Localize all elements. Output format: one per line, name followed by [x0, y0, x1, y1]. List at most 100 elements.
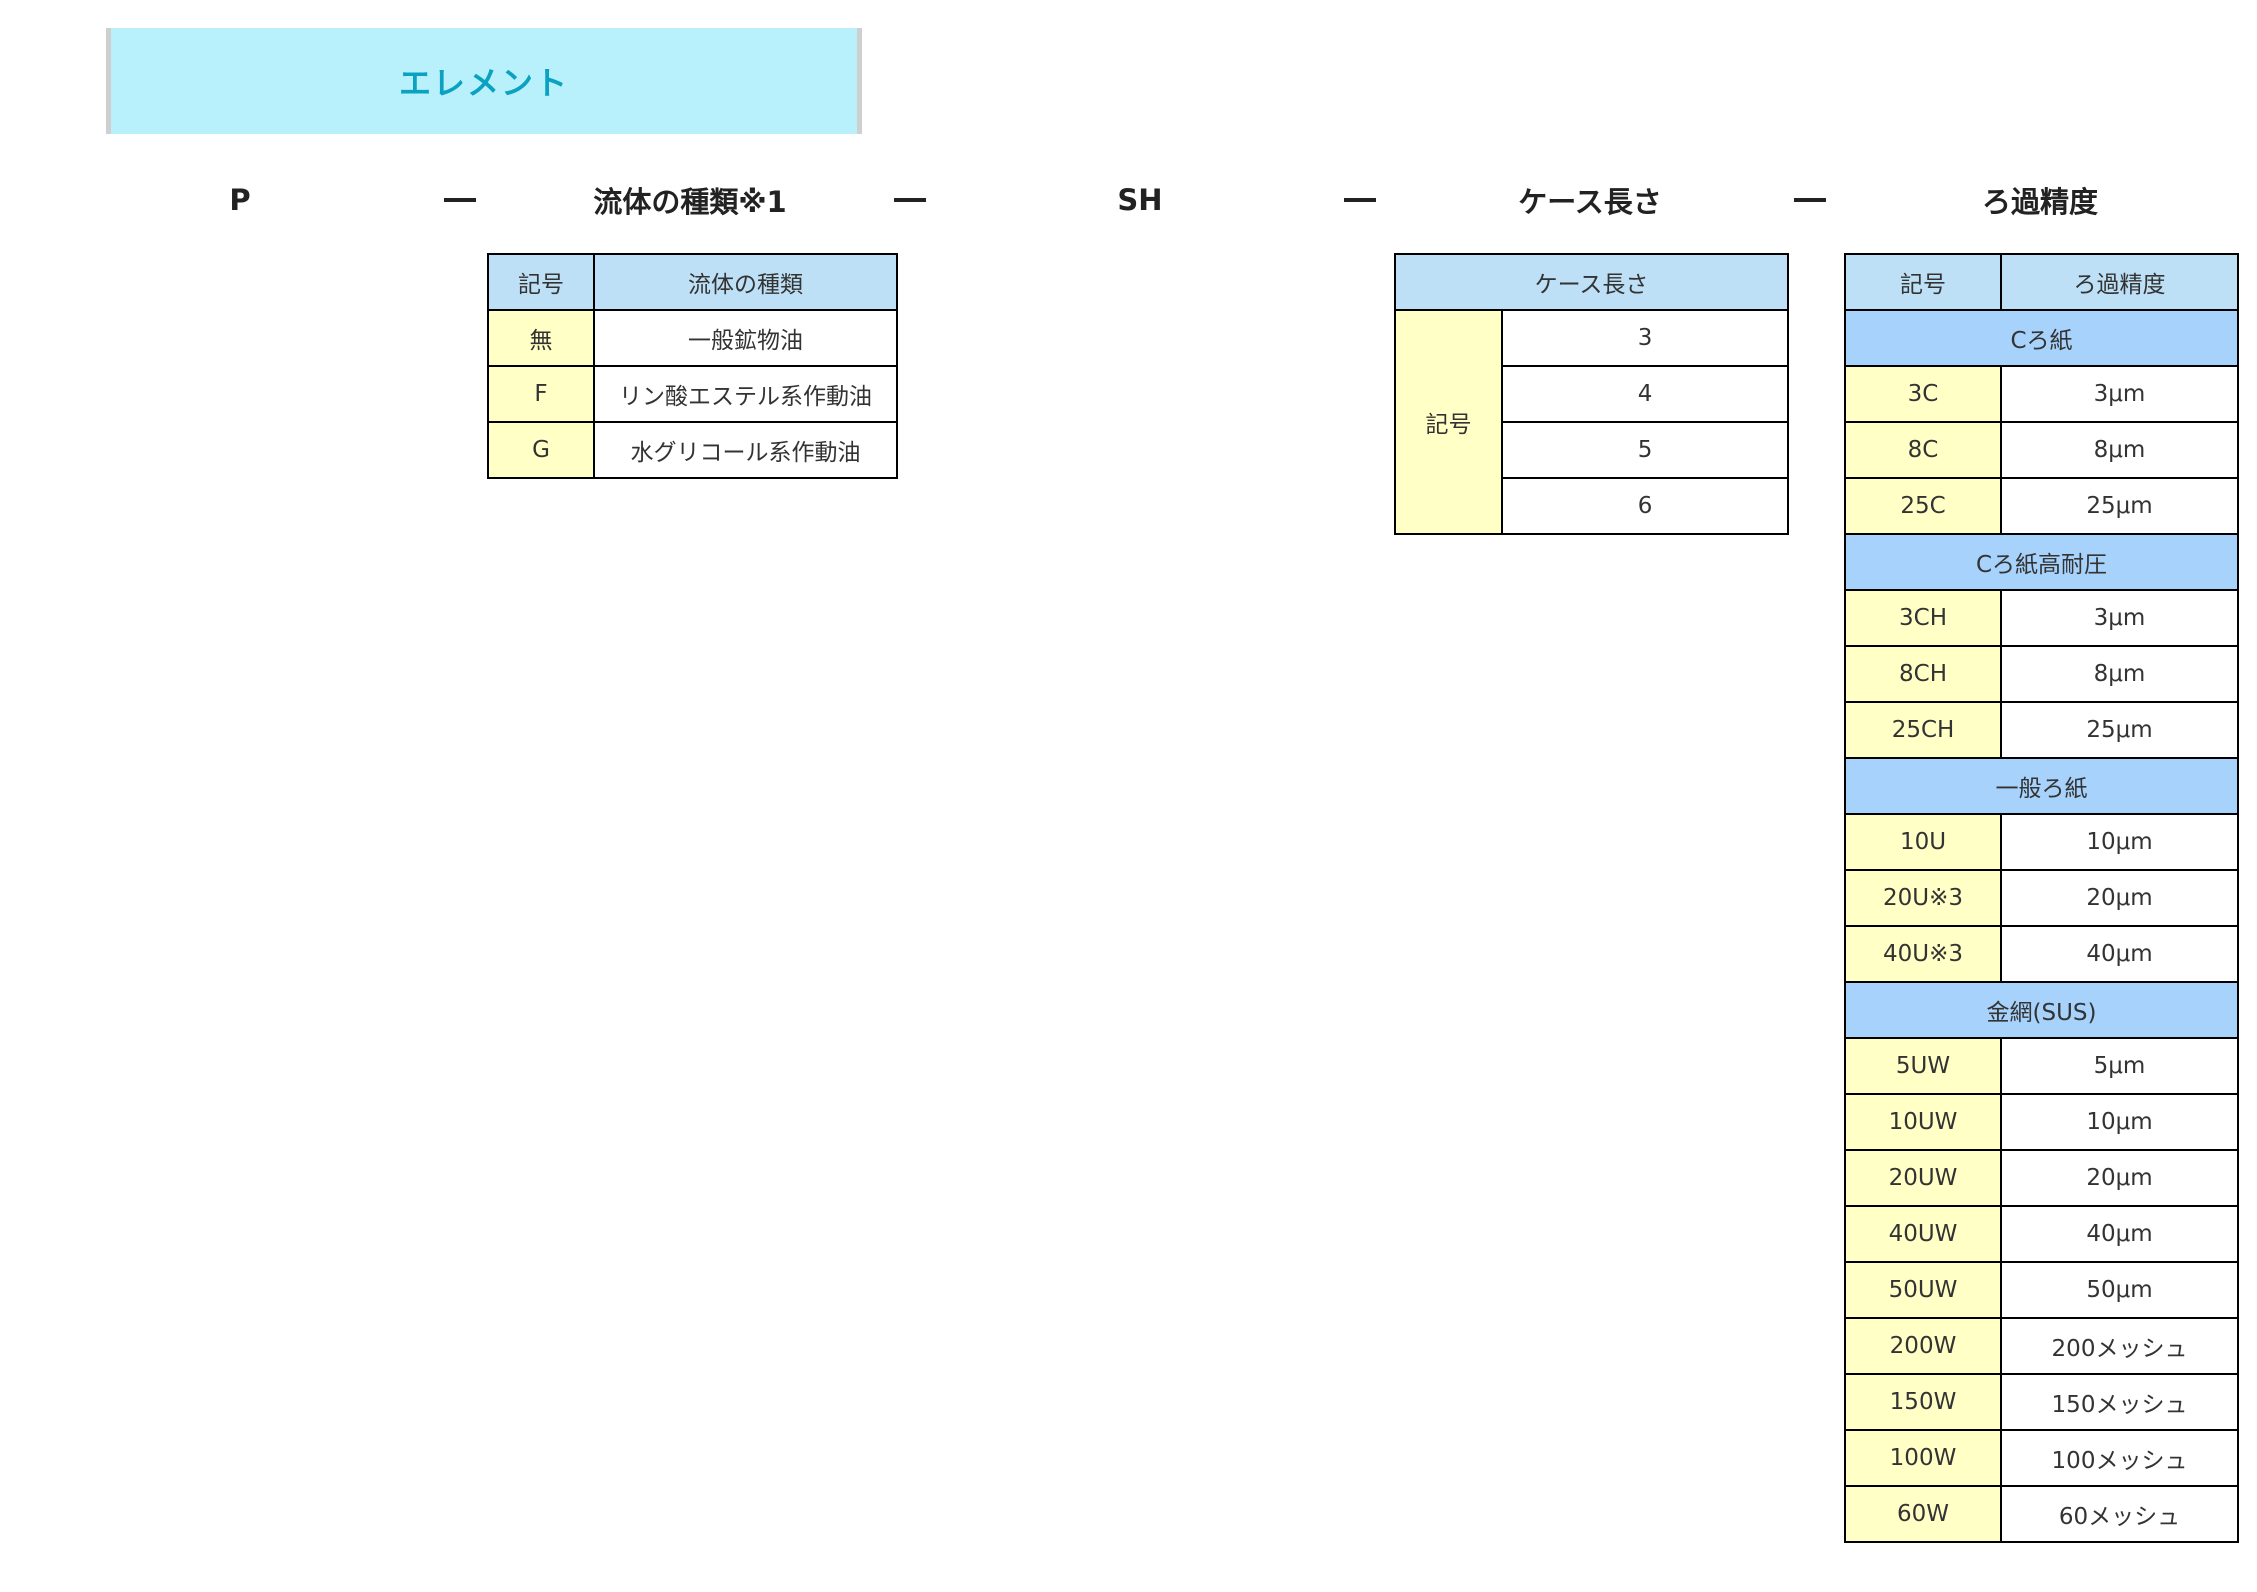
fluid-type: 一般鉱物油 [593, 309, 898, 367]
filter-value: 20μm [2000, 1149, 2239, 1207]
case-length-table: ケース長さ 記号 3 4 5 6 [1393, 253, 1790, 535]
filter-group-name: 金網(SUS) [1844, 981, 2239, 1039]
filter-value: 50μm [2000, 1261, 2239, 1319]
filter-code: 150W [1844, 1373, 2002, 1431]
filter-value: 8μm [2000, 421, 2239, 479]
case-code-label: 記号 [1394, 309, 1503, 535]
filter-value: 60メッシュ [2000, 1485, 2239, 1543]
group-row: 一般ろ紙 [1844, 757, 2239, 815]
section-banner: エレメント [106, 28, 862, 134]
filter-code: 5UW [1844, 1037, 2002, 1095]
filter-code: 25C [1844, 477, 2002, 535]
header-code: 記号 [1844, 253, 2002, 311]
filter-value: 40μm [2000, 1205, 2239, 1263]
filter-value: 5μm [2000, 1037, 2239, 1095]
filter-group-name: Cろ紙高耐圧 [1844, 533, 2239, 591]
code-part-fluid: 流体の種類※1 [593, 185, 787, 219]
code-separator [890, 175, 930, 225]
banner-title: エレメント [398, 64, 569, 102]
table-row: G 水グリコール系作動油 [487, 421, 898, 479]
header-case-length: ケース長さ [1393, 253, 1790, 311]
filter-code: 100W [1844, 1429, 2002, 1487]
filter-code: 40UW [1844, 1205, 2002, 1263]
case-length-value: 6 [1500, 477, 1790, 535]
group-row: Cろ紙高耐圧 [1844, 533, 2239, 591]
filter-code: 20UW [1844, 1149, 2002, 1207]
filter-value: 20μm [2000, 869, 2239, 927]
filter-code: 20U※3 [1844, 869, 2002, 927]
filter-code: 3C [1844, 365, 2002, 423]
table-row: 4 [1395, 365, 1790, 423]
filter-code: 3CH [1844, 589, 2002, 647]
filter-code: 25CH [1844, 701, 2002, 759]
filter-value: 3μm [2000, 589, 2239, 647]
code-part-sh: SH [1117, 183, 1163, 217]
filter-code: 40U※3 [1844, 925, 2002, 983]
table-row: 5 [1395, 421, 1790, 479]
group-row: 金網(SUS) [1844, 981, 2239, 1039]
code-separator [1340, 175, 1380, 225]
model-code-row: P 流体の種類※1 SH ケース長さ ろ過精度 [0, 175, 2257, 225]
fluid-type: リン酸エステル系作動油 [593, 365, 898, 423]
group-row: Cろ紙 [1844, 309, 2239, 367]
filter-value: 100メッシュ [2000, 1429, 2239, 1487]
code-part-filtration: ろ過精度 [1981, 185, 2098, 219]
filter-code: 8C [1844, 421, 2002, 479]
filter-value: 8μm [2000, 645, 2239, 703]
table-row: 6 [1395, 477, 1790, 535]
code-part-p: P [229, 183, 251, 217]
filter-code: 60W [1844, 1485, 2002, 1543]
filter-group-name: 一般ろ紙 [1844, 757, 2239, 815]
fluid-code: 無 [487, 309, 595, 367]
case-length-value: 4 [1500, 365, 1790, 423]
filter-group-name: Cろ紙 [1844, 309, 2239, 367]
filter-value: 25μm [2000, 701, 2239, 759]
filter-code: 10U [1844, 813, 2002, 871]
filter-code: 8CH [1844, 645, 2002, 703]
code-separator [1790, 175, 1830, 225]
filter-code: 10UW [1844, 1093, 2002, 1151]
case-length-value: 3 [1500, 309, 1790, 367]
fluid-code: F [487, 365, 595, 423]
filter-value: 10μm [2000, 1093, 2239, 1151]
filter-value: 40μm [2000, 925, 2239, 983]
fluid-code: G [487, 421, 595, 479]
case-length-value: 5 [1500, 421, 1790, 479]
header-filtration: ろ過精度 [2000, 253, 2239, 311]
header-code: 記号 [487, 253, 595, 311]
filter-code: 50UW [1844, 1261, 2002, 1319]
fluid-type: 水グリコール系作動油 [593, 421, 898, 479]
header-fluid-type: 流体の種類 [593, 253, 898, 311]
filter-value: 25μm [2000, 477, 2239, 535]
code-separator [440, 175, 480, 225]
filter-value: 10μm [2000, 813, 2239, 871]
code-part-case-length: ケース長さ [1518, 185, 1662, 219]
filter-value: 200メッシュ [2000, 1317, 2239, 1375]
filter-code: 200W [1844, 1317, 2002, 1375]
table-row: F リン酸エステル系作動油 [487, 365, 898, 423]
filter-value: 150メッシュ [2000, 1373, 2239, 1431]
table-row: 無 一般鉱物油 [487, 309, 898, 367]
filter-value: 3μm [2000, 365, 2239, 423]
fluid-type-table: 記号 流体の種類 無 一般鉱物油 F リン酸エステル系作動油 G 水グリコール系… [487, 253, 898, 479]
table-row: 記号 3 [1394, 309, 1790, 535]
